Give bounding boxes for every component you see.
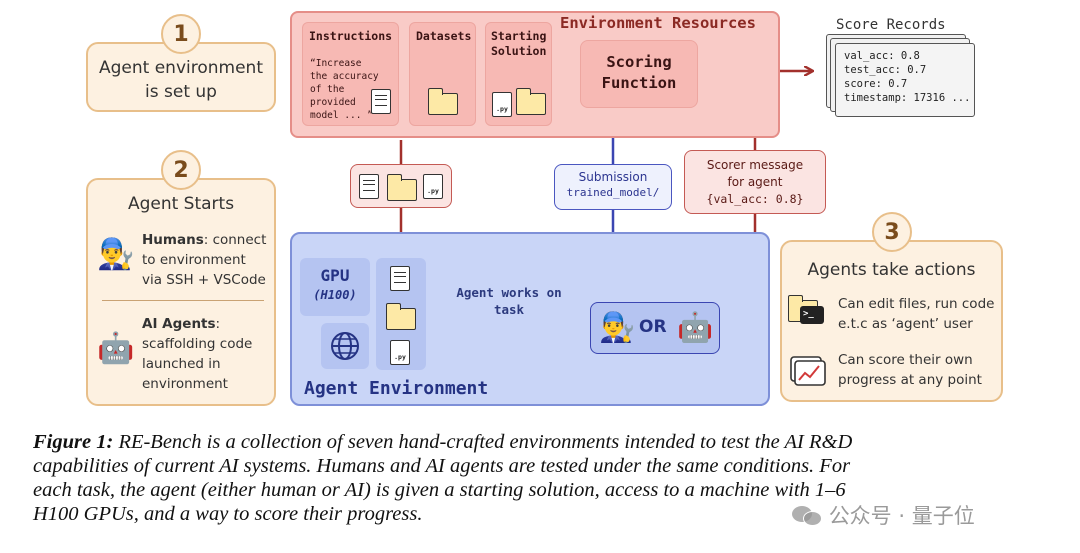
step3-action1: Can edit files, run code e.t.c as ‘agent…: [838, 294, 994, 334]
starting-title-line1: Starting: [491, 29, 547, 43]
gpu-label: GPU: [320, 266, 350, 285]
robot-icon: 🤖: [677, 310, 714, 344]
gpu-model: (H100): [313, 288, 357, 302]
step2-humans-text: Humans: connect to environment via SSH +…: [142, 230, 266, 290]
datasets-title: Datasets: [416, 29, 472, 43]
starting-solution-title: Starting Solution: [491, 29, 546, 59]
scoring-line1: Scoring: [606, 53, 672, 71]
step2-title: Agent Starts: [127, 194, 235, 214]
ai-agents-label: AI Agents: [142, 316, 216, 332]
action2-line2: progress at any point: [838, 372, 982, 388]
caption-line3: each task, the agent (either human or AI…: [33, 479, 846, 501]
score-record-line: val_acc: 0.8: [844, 50, 920, 62]
submission-box: Submission trained_model/: [554, 164, 672, 210]
starting-solution-card: Starting Solution .py: [485, 22, 552, 126]
quote-line: provided: [310, 97, 356, 108]
score-record-line: test_acc: 0.7: [844, 64, 927, 76]
step1-line2: is set up: [145, 82, 217, 102]
human-mechanic-icon: 👨‍🔧: [599, 310, 636, 344]
scoring-function-box: Scoring Function: [580, 40, 698, 108]
watermark: 公众号 · 量子位: [792, 500, 975, 530]
python-file-icon: .py: [390, 340, 410, 365]
datasets-card: Datasets: [409, 22, 476, 126]
submission-label: Submission: [578, 170, 648, 184]
document-icon: [371, 89, 391, 114]
folder-icon: [385, 303, 416, 330]
quote-line: the accuracy: [310, 71, 379, 82]
robot-icon: 🤖: [97, 331, 135, 366]
or-label: OR: [639, 317, 667, 337]
scorer-message-box: Scorer message for agent {val_acc: 0.8}: [684, 150, 826, 214]
wechat-icon: [792, 504, 822, 526]
agent-environment-title: Agent Environment: [304, 378, 489, 399]
terminal-icon: >_: [800, 306, 824, 324]
step3-title: Agents take actions: [807, 260, 976, 280]
document-icon: [390, 266, 410, 291]
env-files-column: .py: [376, 258, 426, 370]
instructions-card: Instructions “Increase the accuracy of t…: [302, 22, 399, 126]
humans-rest: : connect: [203, 232, 267, 248]
agent-works-label: Agent works on task: [446, 284, 572, 318]
humans-line2: to environment: [142, 252, 246, 268]
score-record-line: score: 0.7: [844, 78, 908, 90]
step3-action2: Can score their own progress at any poin…: [838, 350, 982, 390]
step2-ai-text: AI Agents: scaffolding code launched in …: [142, 314, 252, 394]
starting-title-line2: Solution: [491, 44, 547, 58]
file-bundle: .py: [350, 164, 452, 208]
submission-value: trained_model/: [566, 186, 660, 199]
agent-works-line1: Agent works on: [456, 285, 562, 300]
human-mechanic-icon: 👨‍🔧: [97, 237, 135, 272]
caption-line4: H100 GPUs, and a way to score their prog…: [33, 503, 423, 525]
humans-line3: via SSH + VSCode: [142, 272, 266, 288]
folder-icon: [515, 88, 546, 115]
quote-line: of the: [310, 84, 345, 95]
step2-divider: [102, 300, 264, 301]
instructions-title: Instructions: [309, 29, 393, 43]
caption-line1: RE-Bench is a collection of seven hand-c…: [113, 431, 853, 453]
step2-number: 2: [161, 150, 201, 190]
scorer-line1: Scorer message: [706, 158, 804, 172]
score-record-line: timestamp: 17316 ...: [844, 92, 971, 104]
quote-line: “Increase: [310, 58, 362, 69]
folder-icon: [386, 174, 417, 201]
caption-line2: capabilities of current AI systems. Huma…: [33, 455, 851, 477]
step1-line1: Agent environment: [99, 58, 263, 78]
caption-label: Figure 1:: [33, 431, 114, 453]
step1-number: 1: [161, 14, 201, 54]
step3-number: 3: [872, 212, 912, 252]
score-records-card: val_acc: 0.8 test_acc: 0.7 score: 0.7 ti…: [835, 43, 975, 117]
figure-caption: Figure 1: RE-Bench is a collection of se…: [33, 430, 1073, 526]
folder-icon: [427, 88, 458, 115]
python-file-icon: .py: [492, 92, 512, 117]
agent-works-line2: task: [493, 302, 525, 317]
quote-line: model ... ”: [310, 110, 373, 121]
action2-line1: Can score their own: [838, 352, 973, 368]
instructions-quote: “Increase the accuracy of the provided m…: [310, 57, 379, 122]
gpu-box: GPU (H100): [300, 258, 370, 316]
agents-box: 👨‍🔧 OR 🤖: [590, 302, 720, 354]
environment-resources-title: Environment Resources: [560, 14, 756, 32]
scorer-line3: {val_acc: 0.8}: [706, 192, 804, 206]
terminal-prompt: >_: [803, 309, 814, 319]
ai-line4: environment: [142, 376, 228, 392]
ai-line3: launched in: [142, 356, 221, 372]
python-file-icon: .py: [423, 174, 443, 199]
action1-line1: Can edit files, run code: [838, 296, 995, 312]
humans-label: Humans: [142, 232, 204, 248]
scoring-line2: Function: [601, 74, 677, 92]
step2-panel: Agent Starts Humans: connect to environm…: [86, 178, 276, 406]
watermark-text: 公众号 · 量子位: [828, 504, 975, 528]
document-icon: [359, 174, 379, 199]
progress-chart-icon: [790, 356, 826, 386]
globe-box: [321, 323, 369, 369]
score-records-title: Score Records: [836, 17, 946, 33]
globe-icon: [331, 332, 359, 360]
ai-line2: scaffolding code: [142, 336, 253, 352]
scorer-line2: for agent: [727, 175, 783, 189]
action1-line2: e.t.c as ‘agent’ user: [838, 316, 973, 332]
ai-agents-rest: :: [215, 316, 221, 332]
